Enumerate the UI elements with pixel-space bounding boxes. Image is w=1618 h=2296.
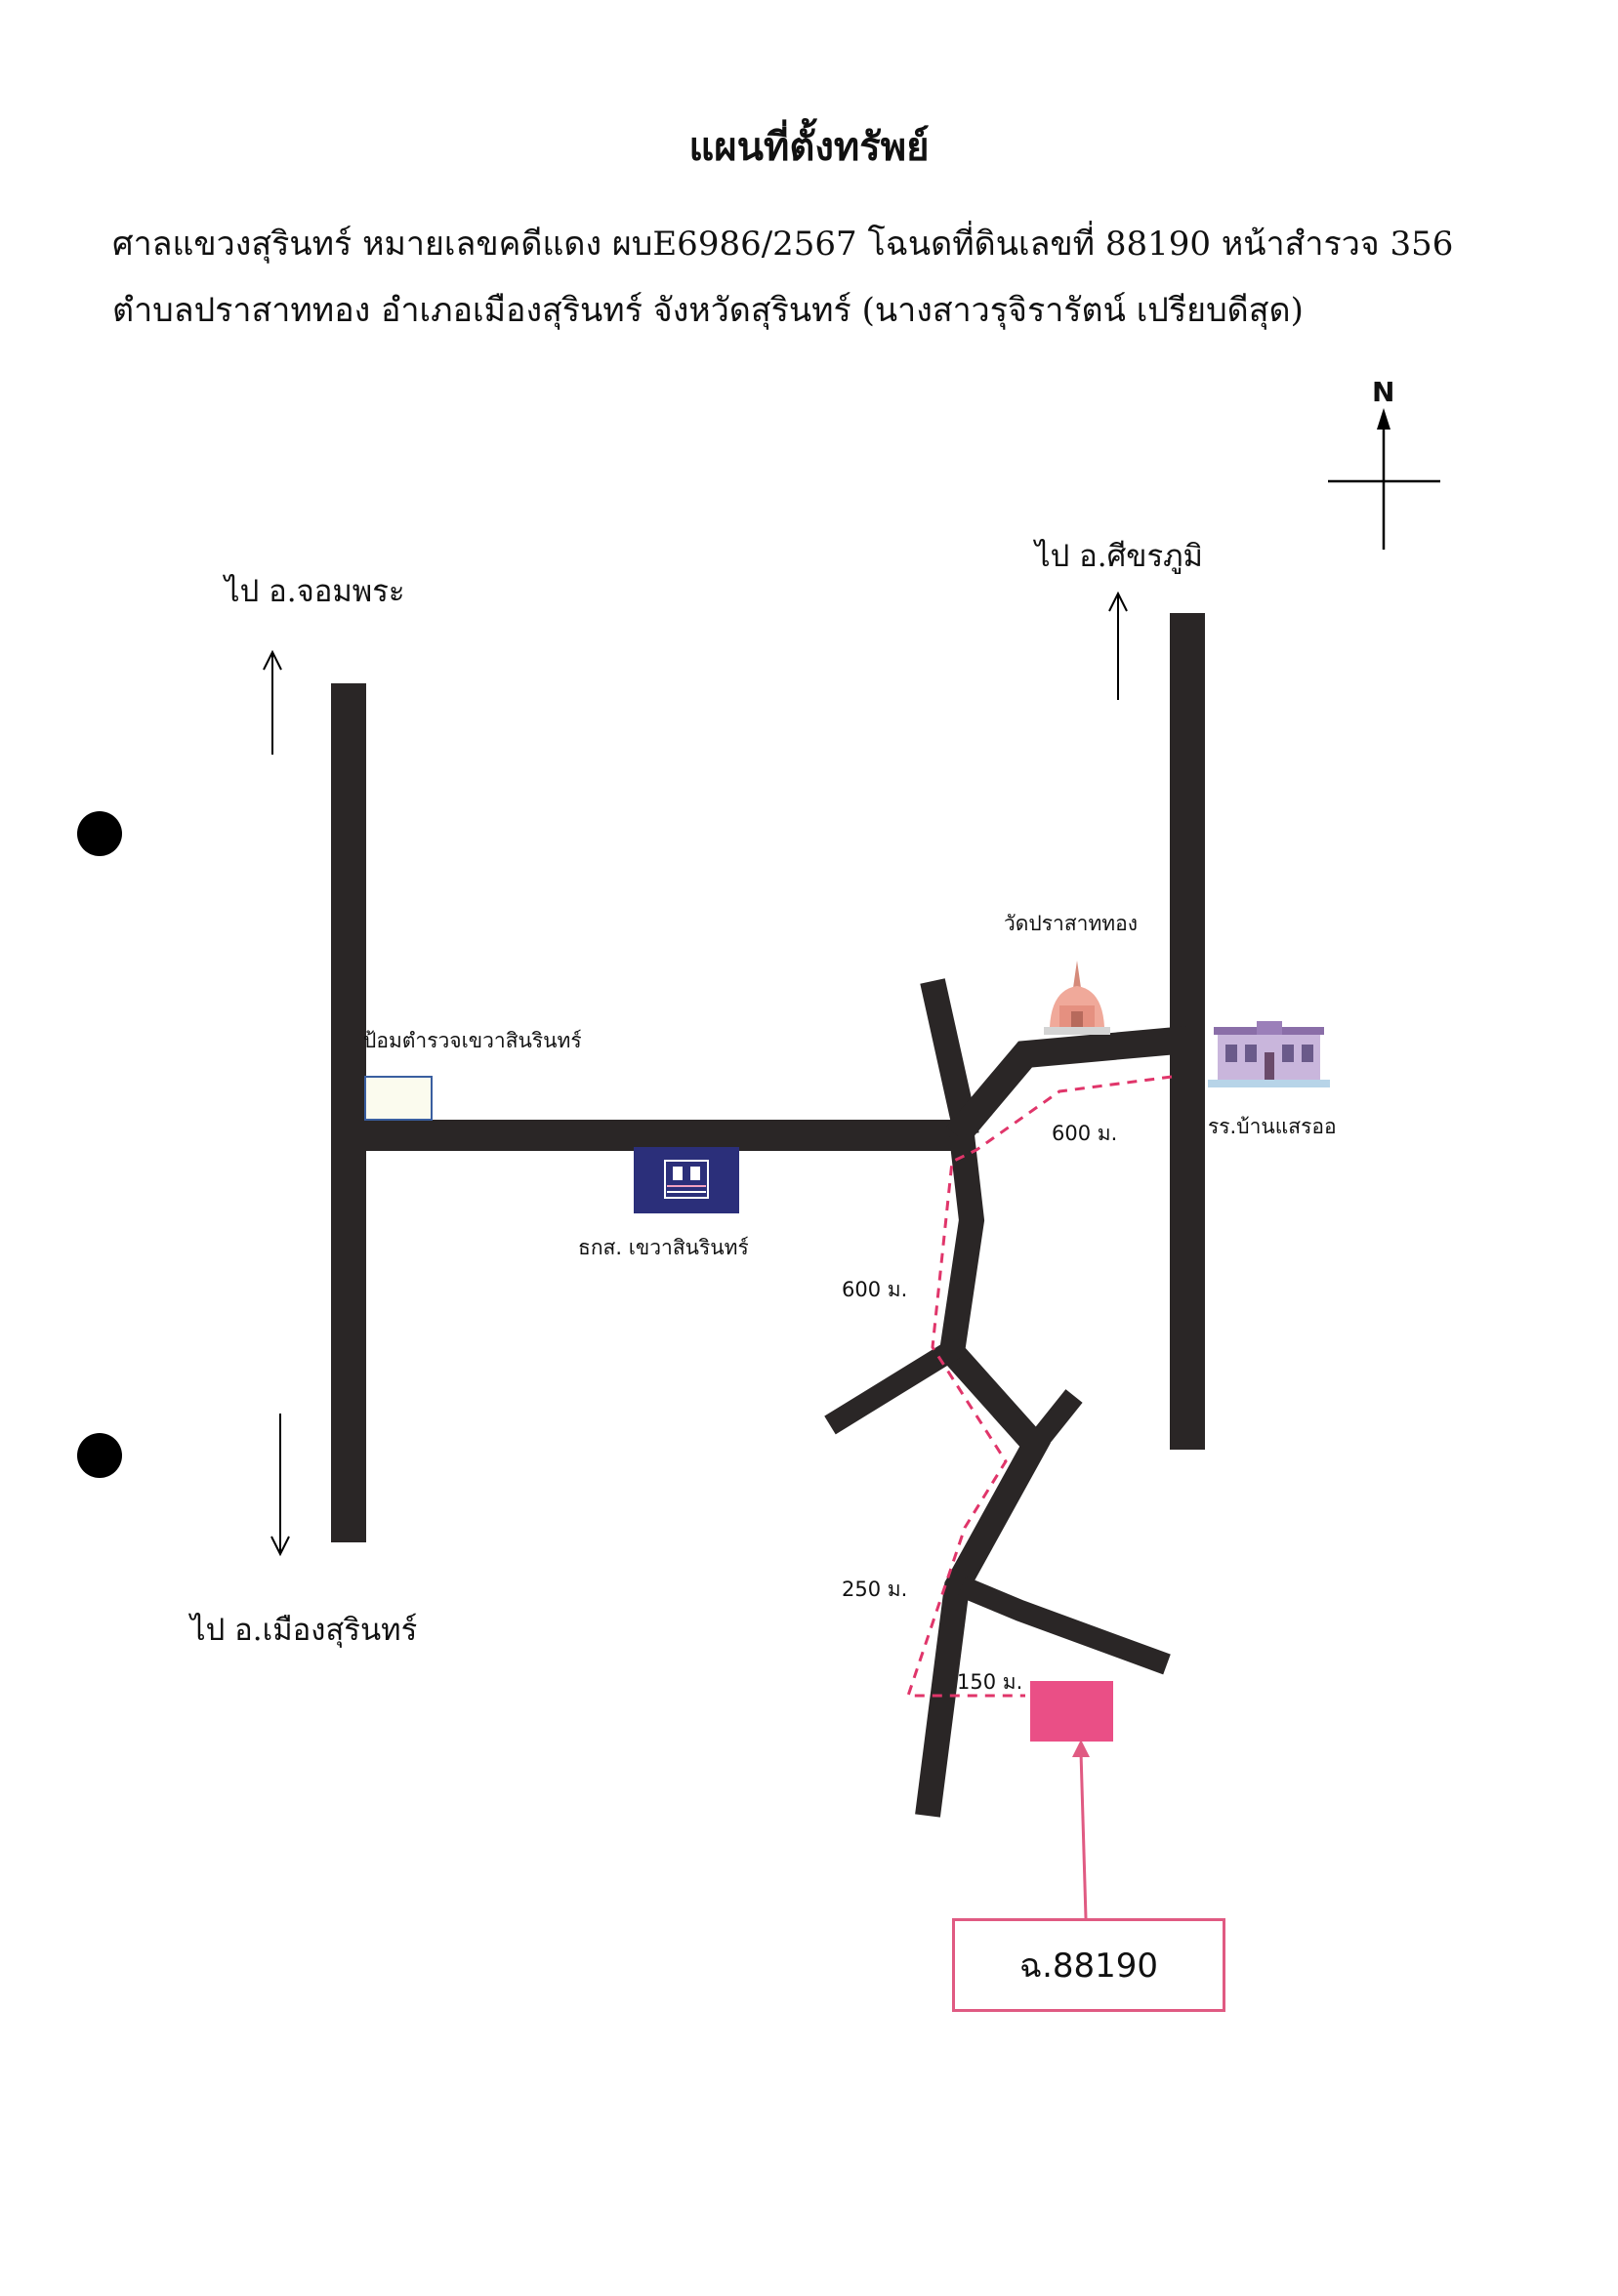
distance-label: 600 ม.: [1052, 1122, 1118, 1145]
punch-hole: [77, 1433, 122, 1478]
distance-label: 600 ม.: [842, 1278, 908, 1301]
parcel-label-box: ฉ.88190: [952, 1918, 1225, 2012]
arrow-up-icon: [263, 649, 282, 755]
page-title: แผนที่ตั้งทรัพย์: [688, 124, 930, 170]
road-west-spur: [824, 1337, 963, 1435]
distance-label: 250 ม.: [842, 1578, 908, 1601]
distance-label: 150 ม.: [957, 1670, 1023, 1694]
arrow-up-icon: [1108, 591, 1128, 700]
north-label: N: [1372, 376, 1395, 408]
road-south: [915, 1133, 1051, 1818]
road-network: [331, 613, 1205, 1818]
school-icon: [1208, 1021, 1330, 1087]
label-temple: วัดปราสาททอง: [1004, 912, 1138, 935]
north-arrow-icon: [1328, 408, 1440, 550]
label-to-mueang-surin: ไป อ.เมืองสุรินทร์: [190, 1613, 418, 1648]
temple-icon: [1044, 961, 1110, 1035]
route-path: [905, 1075, 1173, 1698]
parcel-marker: [1030, 1681, 1113, 1742]
label-school: รร.บ้านแสรออ: [1208, 1115, 1337, 1138]
road-to-temple: [946, 1026, 1189, 1145]
arrow-down-icon: [270, 1414, 290, 1557]
punch-hole: [77, 811, 122, 856]
label-to-chom-phra: ไป อ.จอมพระ: [225, 574, 405, 609]
label-police-box: ป้อมตำรวจเขวาสินรินทร์: [363, 1029, 582, 1052]
label-to-sikhoraphum: ไป อ.ศีขรภูมิ: [1035, 539, 1203, 574]
arrow-up-icon: [1072, 1740, 1090, 1919]
parcel-label: ฉ.88190: [1018, 1947, 1159, 1986]
header-line-2: ตำบลปราสาททอง อำเภอเมืองสุรินทร์ จังหวัด…: [112, 291, 1304, 330]
police-box-marker: [364, 1076, 433, 1121]
label-bank: ธกส. เขวาสินรินทร์: [578, 1236, 749, 1259]
road-east-spur: [1026, 1389, 1083, 1452]
road-southeast-spur: [957, 1576, 1171, 1675]
header-line-1: ศาลแขวงสุรินทร์ หมายเลขคดีแดง ผบE6986/25…: [112, 225, 1454, 264]
bank-logo-icon: [634, 1147, 739, 1213]
